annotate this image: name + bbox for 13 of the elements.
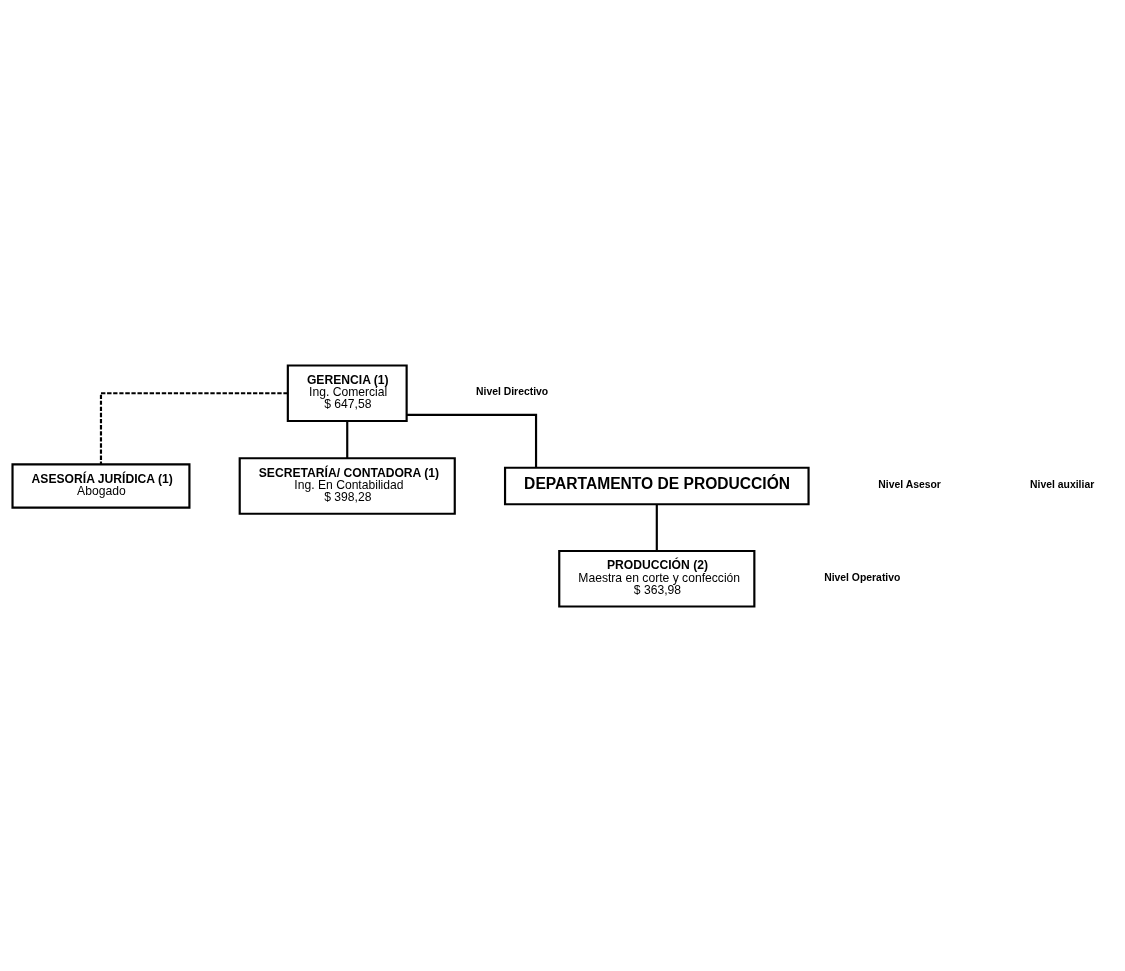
node-box: SECRETARÍA/ CONTADORA (1) Ing. En Contabilidad $ 398,28 (238, 456, 456, 515)
node-box: PRODUCCIÓN (2) Maestra en corte y confección $ 363,98 (558, 549, 756, 608)
label: Nivel Asesor (878, 478, 941, 490)
label: Nivel Directivo (476, 385, 549, 397)
node-box: ASESORÍA JURÍDICA (1) Abogado (11, 462, 191, 509)
label: Nivel auxiliar (1030, 478, 1095, 490)
connector (99, 391, 288, 464)
node-box: DEPARTAMENTO DE PRODUCCIÓN (503, 466, 810, 505)
node-box: GERENCIA (1) Ing. Comercial $ 647,58 (286, 363, 408, 422)
connector (655, 503, 658, 551)
connector (406, 413, 538, 468)
connector (346, 420, 349, 458)
label: Nivel Operativo (824, 571, 901, 583)
